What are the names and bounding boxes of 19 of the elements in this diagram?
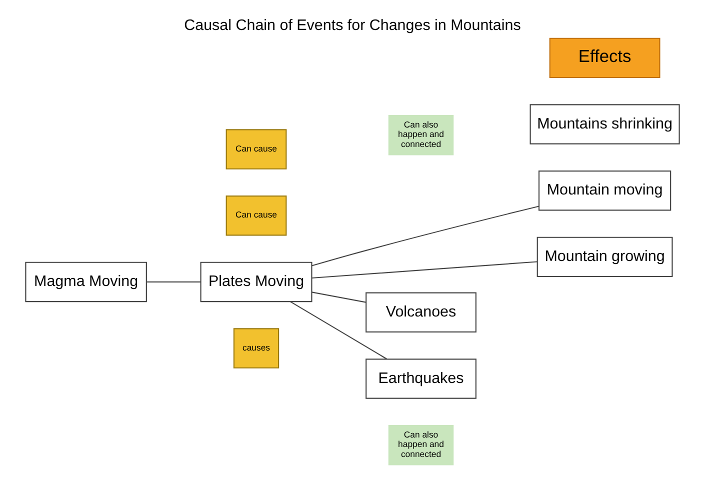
connector xyxy=(146,280,201,282)
connector xyxy=(312,291,366,302)
node-box: Can cause xyxy=(226,128,287,169)
node-box: Mountain growing xyxy=(536,236,673,277)
node-box: Magma Moving xyxy=(25,261,147,302)
node-box: Mountains shrinking xyxy=(530,104,680,144)
node-box: Can also happen and connected xyxy=(388,114,454,155)
node-box: Plates Moving xyxy=(200,261,312,302)
node-box: Mountain moving xyxy=(538,170,672,210)
node-box: causes xyxy=(233,328,280,368)
diagram-title: Causal Chain of Events for Changes in Mountains xyxy=(184,16,521,34)
connector xyxy=(312,205,540,266)
node-box: Earthquakes xyxy=(366,358,476,398)
node-box: Volcanoes xyxy=(366,292,476,332)
node-box: Can cause xyxy=(226,195,287,236)
node-box: Effects xyxy=(549,37,660,78)
connector xyxy=(312,260,538,278)
node-box: Can also happen and connected xyxy=(388,424,454,465)
connector xyxy=(290,300,388,359)
